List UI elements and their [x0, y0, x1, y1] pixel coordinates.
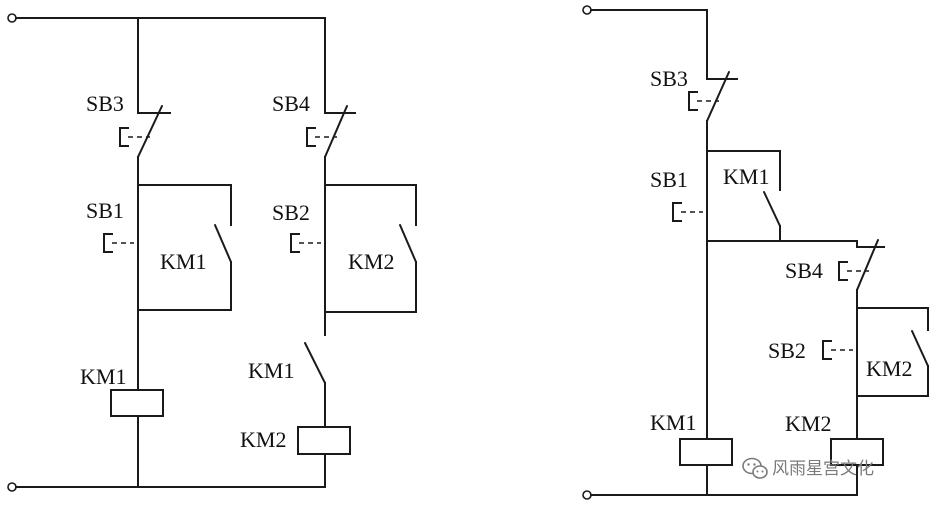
- sb4-push-button-icon: [838, 261, 848, 281]
- right-circuit: SB3 SB1 KM1 SB4 SB2 KM2 KM1 KM2: [582, 5, 929, 500]
- km1-hold-contact: [214, 224, 232, 263]
- km1-hold-contact: [763, 191, 781, 227]
- left-top-terminal: [7, 13, 17, 23]
- sb3-push-button-icon: [119, 127, 129, 147]
- left-branch-1: [103, 17, 232, 488]
- sb4-contact: [324, 105, 348, 158]
- watermark: 风雨星宫文化: [742, 457, 874, 479]
- km2-hold-contact: [911, 330, 929, 367]
- km2-hold-label: KM2: [348, 249, 394, 274]
- wechat-icon: [742, 457, 768, 479]
- right-top-terminal: [582, 5, 592, 15]
- left-circuit: SB3 SB4 SB1 SB2 KM1 KM2 KM1 KM1 KM2: [7, 13, 417, 492]
- sb1-label: SB1: [86, 198, 124, 223]
- km1-hold-label: KM1: [723, 164, 769, 189]
- sb2-push-button-icon: [822, 340, 832, 360]
- sb2-label: SB2: [768, 338, 806, 363]
- km1-coil-label: KM1: [650, 410, 696, 435]
- left-bottom-terminal: [7, 482, 17, 492]
- sb2-label: SB2: [272, 200, 310, 225]
- sb1-push-button-icon: [103, 233, 113, 253]
- km2-coil-label: KM2: [785, 411, 831, 436]
- km1-coil-label: KM1: [80, 364, 126, 389]
- sb1-push-button-icon: [672, 202, 682, 222]
- km2-hold-label: KM2: [866, 356, 912, 381]
- sb2-push-button-icon: [290, 233, 300, 253]
- sb3-contact: [706, 71, 730, 122]
- sb1-label: SB1: [650, 167, 688, 192]
- km2-hold-contact: [399, 224, 417, 263]
- sb4-push-button-icon: [306, 127, 316, 147]
- right-bottom-terminal: [582, 490, 592, 500]
- sb3-push-button-icon: [688, 91, 698, 111]
- left-branch-2: [290, 17, 417, 488]
- sb3-label: SB3: [86, 91, 124, 116]
- sb4-contact: [856, 239, 879, 291]
- sb3-label: SB3: [650, 66, 688, 91]
- km1-interlock-label: KM1: [248, 358, 294, 383]
- sb3-contact: [137, 105, 163, 158]
- km2-coil-label: KM2: [240, 427, 286, 452]
- sb4-label: SB4: [272, 91, 310, 116]
- km2-coil: [297, 426, 351, 455]
- km1-interlock-contact: [304, 342, 326, 384]
- watermark-text: 风雨星宫文化: [772, 459, 874, 479]
- sb4-label: SB4: [785, 258, 823, 283]
- km1-coil: [110, 389, 164, 417]
- km1-coil: [679, 438, 733, 466]
- km1-hold-label: KM1: [160, 249, 206, 274]
